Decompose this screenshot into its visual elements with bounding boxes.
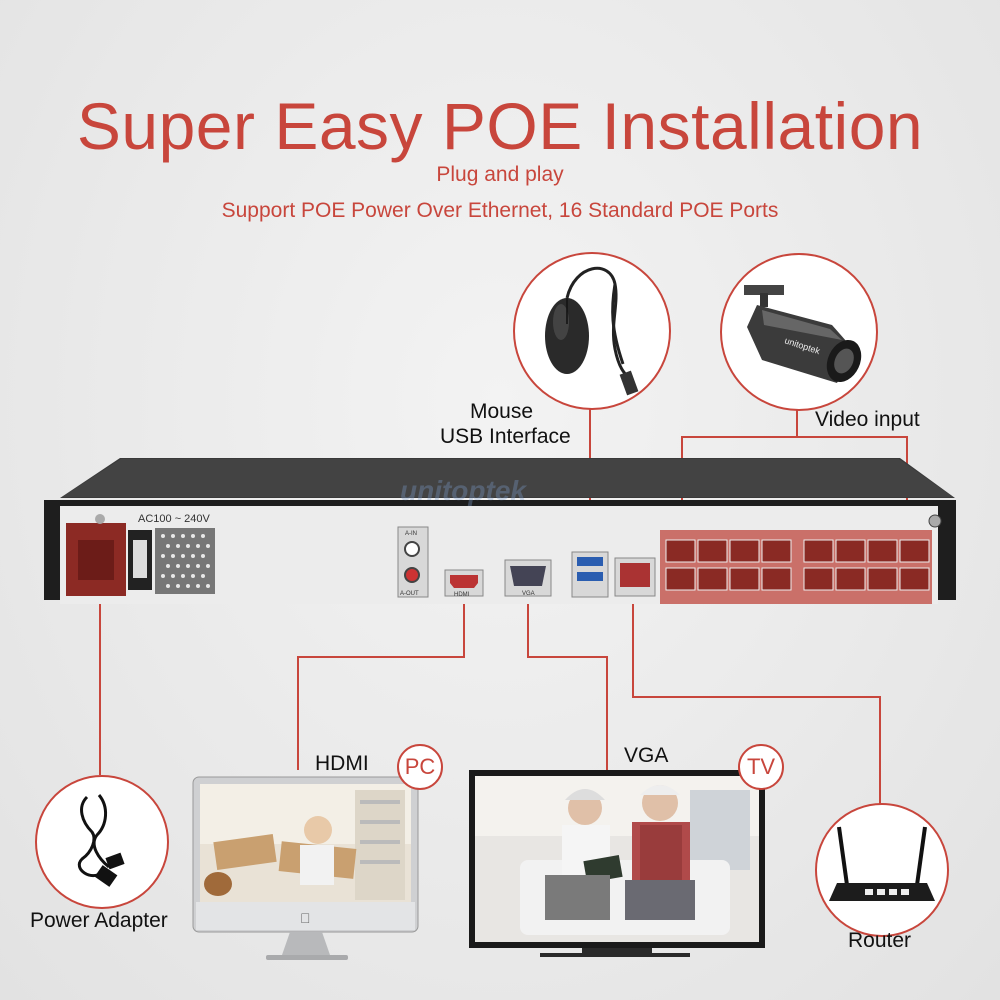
audio-out-label: A-OUT — [400, 591, 419, 597]
router-icon — [829, 826, 935, 901]
line-vga — [527, 595, 608, 770]
voltage-label: AC100 ~ 240V — [138, 513, 211, 525]
fan-grille — [155, 528, 215, 594]
router-label: Router — [848, 929, 912, 952]
camera-icon: unitoptek — [744, 285, 862, 383]
hdmi-label: HDMI — [315, 752, 369, 775]
mouse-circle — [513, 252, 671, 410]
hdmi-port — [450, 575, 478, 588]
subtitle-plug-and-play: Plug and play — [436, 163, 564, 186]
tv-badge: TV — [738, 744, 784, 790]
lan-port — [620, 563, 650, 587]
audio-out-port — [404, 567, 420, 583]
mouse-label-line1: Mouse — [470, 400, 534, 423]
router-circle — [815, 803, 949, 937]
watermark: unitoptek — [400, 475, 527, 506]
vga-label: VGA — [624, 744, 669, 767]
subtitle-poe-support: Support POE Power Over Ethernet, 16 Stan… — [221, 199, 779, 222]
line-hdmi — [297, 595, 465, 770]
vga-port — [510, 566, 546, 586]
pc-badge: PC — [397, 744, 443, 790]
mouse-icon — [545, 266, 639, 396]
power-adapter-circle — [35, 775, 169, 909]
video-input-label: Video input — [815, 408, 920, 431]
mouse-label-line2: USB Interface — [440, 425, 571, 448]
page-title: Super Easy POE Installation — [76, 89, 924, 163]
power-adapter-label: Power Adapter — [30, 909, 168, 932]
audio-in-label: A-IN — [405, 531, 417, 537]
vga-port-label: VGA — [522, 591, 535, 597]
usb-port-2 — [577, 572, 603, 581]
usb-port-1 — [577, 557, 603, 566]
camera-circle: unitoptek — [720, 253, 878, 411]
line-router — [632, 590, 881, 810]
power-cable-icon — [78, 794, 125, 887]
audio-in-port — [404, 541, 420, 557]
poe-ports — [665, 539, 930, 591]
hdmi-port-label: HDMI — [454, 592, 470, 598]
apple-logo-icon:  — [300, 910, 311, 926]
